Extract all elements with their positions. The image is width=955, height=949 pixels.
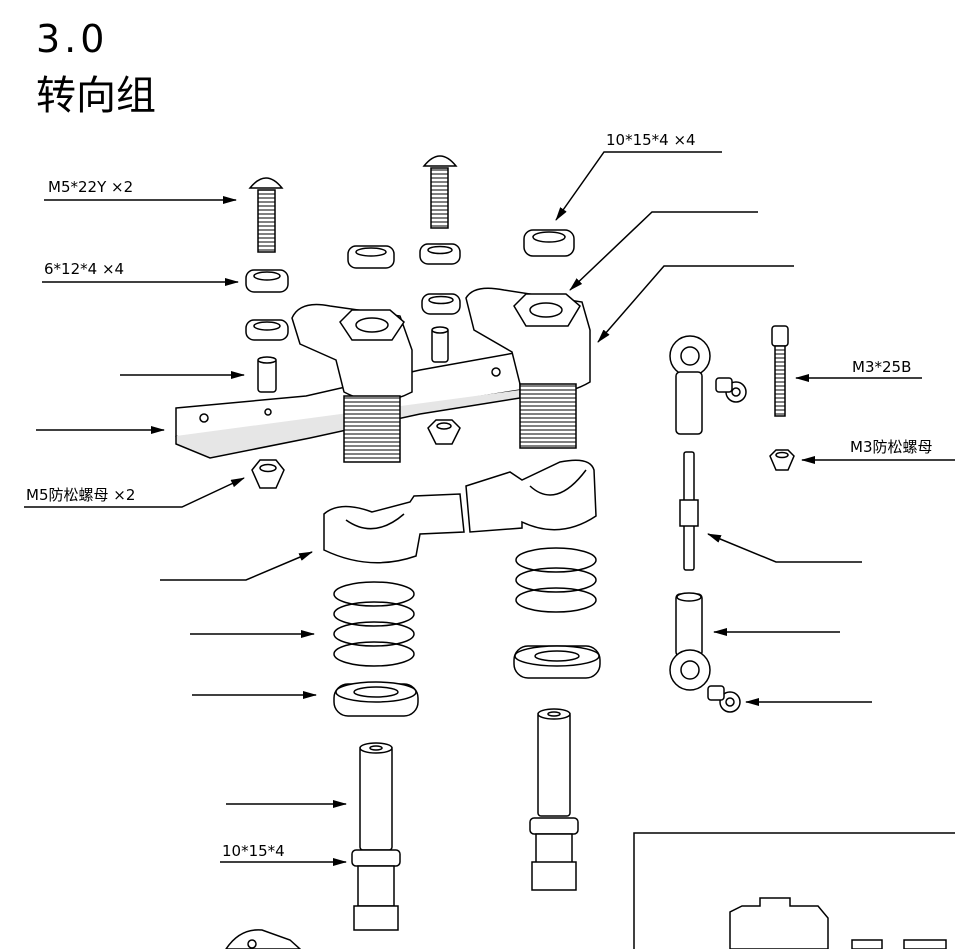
nut-m3	[769, 449, 795, 471]
label-bearing-6x12: 6*12*4 ×4	[44, 260, 124, 278]
bolt-left	[248, 177, 284, 253]
shaft-left	[351, 742, 401, 931]
bearings	[245, 229, 575, 341]
callout-nut-m3: M3防松螺母	[801, 438, 955, 464]
collar-left	[333, 681, 419, 717]
callout-bolt-m5: M5*22Y ×2	[44, 178, 237, 204]
label-bearing-10x15-bottom: 10*15*4	[222, 842, 285, 860]
pin-left	[257, 356, 277, 393]
steering-arm-left	[291, 303, 413, 463]
pin-center	[431, 326, 449, 363]
spring-right	[515, 547, 597, 613]
collar-right	[513, 645, 601, 679]
spring-cup-left	[323, 493, 465, 564]
callout-bearing-10x15-bottom: 10*15*4	[220, 842, 347, 866]
callout-nut-m5: M5防松螺母 ×2	[24, 477, 245, 508]
ball-stud-bottom	[707, 685, 741, 713]
rod-end-bottom	[669, 592, 711, 691]
ball-stud-top	[715, 377, 747, 403]
callout-bearing-6x12: 6*12*4 ×4	[42, 260, 239, 286]
spring-cup-right	[465, 459, 597, 533]
nut-center	[427, 419, 461, 445]
section-title: 转向组	[36, 73, 156, 119]
section-number: 3.0	[36, 17, 109, 61]
label-screw-m3: M3*25B	[852, 358, 911, 376]
label-bolt-m5: M5*22Y ×2	[48, 178, 133, 196]
partial-part-bottom	[225, 929, 302, 949]
shaft-right	[529, 708, 579, 891]
rod-end-top	[669, 335, 711, 435]
nut-m5	[251, 459, 285, 489]
label-nut-m5: M5防松螺母 ×2	[26, 486, 135, 504]
label-bearing-10x15-top: 10*15*4 ×4	[606, 131, 696, 149]
turnbuckle	[679, 451, 699, 571]
steering-arm-right	[465, 287, 591, 449]
detail-inset	[633, 832, 955, 949]
leader-arrows	[36, 211, 872, 808]
callout-screw-m3: M3*25B	[795, 358, 922, 382]
spring-left	[333, 581, 415, 667]
screw-m3	[771, 325, 789, 417]
bolt-right	[422, 155, 458, 229]
callout-bearing-10x15-top: 10*15*4 ×4	[555, 131, 722, 221]
label-nut-m3: M3防松螺母	[850, 438, 933, 456]
